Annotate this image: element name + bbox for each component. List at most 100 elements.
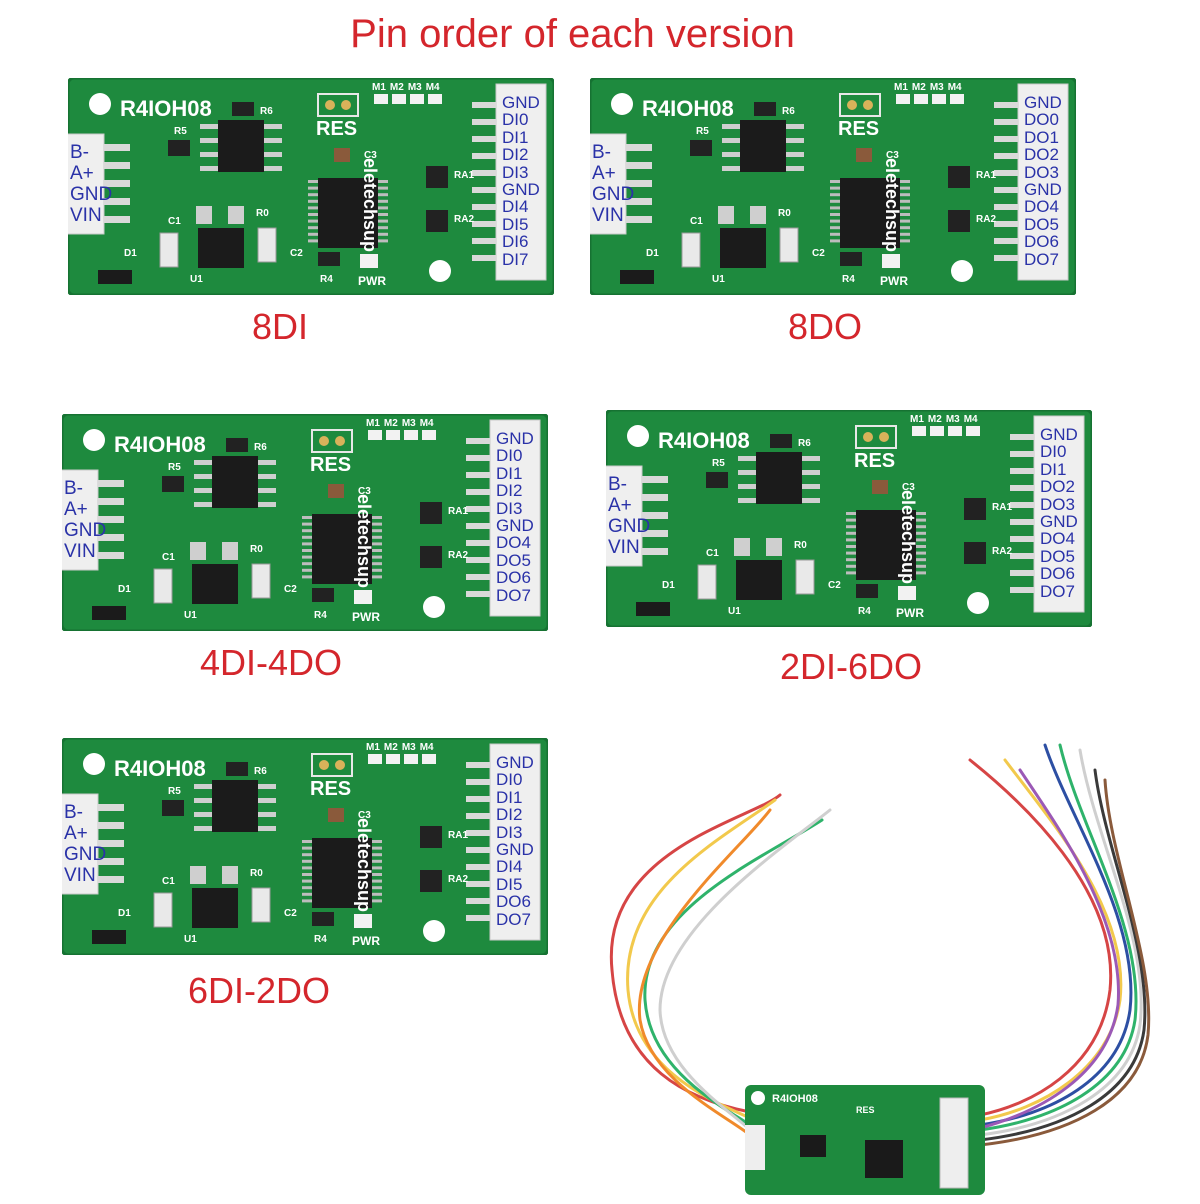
pin-label: GND — [496, 840, 534, 860]
left-pin: VIN — [64, 541, 96, 562]
left-pin: B- — [608, 474, 627, 495]
pin-label: DO6 — [496, 568, 531, 588]
pin-label: DO4 — [1040, 529, 1075, 549]
model-label: R4IOH08 — [642, 96, 734, 121]
c1-label: C1 — [690, 216, 703, 227]
pin-label: DO5 — [1040, 546, 1075, 566]
res-label: RES — [310, 778, 352, 800]
left-pin-labels: B- A+ GND VIN — [64, 478, 106, 562]
left-pin: GND — [70, 184, 113, 205]
pin-label: DO5 — [496, 550, 531, 570]
r0-label: R0 — [794, 540, 807, 551]
model-label: R4IOH08 — [658, 428, 750, 453]
r4-label: R4 — [858, 606, 871, 617]
r4-label: R4 — [842, 274, 855, 285]
caption-2di-6do: 2DI-6DO — [780, 646, 923, 687]
r6-label: R6 — [782, 106, 795, 117]
pin-label: DO0 — [1024, 110, 1059, 130]
d1-label: D1 — [118, 584, 131, 595]
c3-label: C3 — [358, 810, 371, 821]
pin-label: DI0 — [496, 770, 523, 790]
pin-label: DO1 — [1024, 127, 1059, 147]
u1-label: U1 — [728, 606, 741, 617]
c1-label: C1 — [162, 552, 175, 563]
pin-label: GND — [1024, 180, 1062, 200]
left-pin: A+ — [64, 499, 88, 520]
ra1-label: RA1 — [448, 830, 469, 841]
r6-label: R6 — [254, 442, 267, 453]
jumper-labels: M1 M2 M3 M4 — [366, 418, 434, 429]
left-pin: B- — [592, 142, 611, 163]
left-pin-labels: B- A+ GND VIN — [64, 802, 106, 886]
r4-label: R4 — [314, 934, 327, 945]
u1-label: U1 — [712, 274, 725, 285]
left-pin: A+ — [592, 163, 616, 184]
pin-label: DO6 — [1040, 564, 1075, 584]
c2-label: C2 — [828, 580, 841, 591]
page-title: Pin order of each version — [350, 12, 795, 56]
c1-label: C1 — [168, 216, 181, 227]
pin-label: DO6 — [496, 892, 531, 912]
brand-label: eletechsup — [882, 158, 902, 253]
ra1-label: RA1 — [976, 170, 997, 181]
pin-label: GND — [496, 753, 534, 772]
jumper-labels: M1 M2 M3 M4 — [894, 82, 962, 93]
r5-label: R5 — [168, 786, 181, 797]
left-pin-labels: B- A+ GND VIN — [592, 142, 634, 226]
pin-label: DO7 — [1024, 249, 1059, 269]
c1-label: C1 — [706, 548, 719, 559]
model-label: R4IOH08 — [114, 432, 206, 457]
pin-label: DI3 — [496, 822, 523, 842]
r5-label: R5 — [696, 126, 709, 137]
d1-label: D1 — [662, 580, 675, 591]
pin-label: GND — [496, 429, 534, 448]
pin-label: GND — [496, 516, 534, 536]
caption-8di: 8DI — [252, 306, 309, 347]
pin-label: DO7 — [496, 909, 531, 929]
pin-label: DI7 — [502, 249, 529, 269]
d1-label: D1 — [118, 908, 131, 919]
r4-label: R4 — [314, 610, 327, 621]
u1-label: U1 — [184, 934, 197, 945]
r0-label: R0 — [250, 868, 263, 879]
pin-label: DI0 — [1040, 442, 1067, 462]
c1-label: C1 — [162, 876, 175, 887]
c3-label: C3 — [358, 486, 371, 497]
res-label: RES — [310, 454, 352, 476]
res-label: RES — [316, 118, 358, 140]
r4-label: R4 — [320, 274, 333, 285]
pin-label: DI4 — [502, 197, 529, 217]
model-label: R4IOH08 — [120, 96, 212, 121]
pin-label: DO7 — [1040, 581, 1075, 601]
jumper-labels: M1 M2 M3 M4 — [372, 82, 440, 93]
mini-res-label: RES — [856, 1105, 875, 1115]
board-2di-6do: R4IOH08 RES eletechsup PWR R6 R5 C3 C1 R… — [606, 410, 1092, 627]
d1-label: D1 — [646, 248, 659, 259]
r0-label: R0 — [256, 208, 269, 219]
board-4di-4do: R4IOH08 RES eletechsup PWR R6 R5 C3 C1 R… — [62, 414, 548, 631]
c2-label: C2 — [812, 248, 825, 259]
ra1-label: RA1 — [448, 506, 469, 517]
pin-label: DO3 — [1040, 494, 1075, 514]
ra2-label: RA2 — [448, 550, 469, 561]
res-label: RES — [838, 118, 880, 140]
pin-label: GND — [1024, 93, 1062, 112]
pin-label: DI0 — [502, 110, 529, 130]
board-8do: R4IOH08 RES eletechsup PWR R6 R5 C3 C1 R… — [590, 78, 1076, 295]
pin-label: DI2 — [502, 145, 529, 165]
pin-label: DO4 — [1024, 197, 1059, 217]
pin-label: DO5 — [1024, 214, 1059, 234]
pin-label: GND — [1040, 425, 1078, 444]
c3-label: C3 — [886, 150, 899, 161]
pin-label: DI0 — [496, 446, 523, 466]
brand-label: eletechsup — [354, 494, 374, 589]
left-pin: GND — [64, 520, 107, 541]
left-pin: GND — [608, 516, 651, 537]
ra2-label: RA2 — [454, 214, 475, 225]
left-pin: A+ — [70, 163, 94, 184]
left-pin-labels: B- A+ GND VIN — [70, 142, 112, 226]
c2-label: C2 — [284, 584, 297, 595]
